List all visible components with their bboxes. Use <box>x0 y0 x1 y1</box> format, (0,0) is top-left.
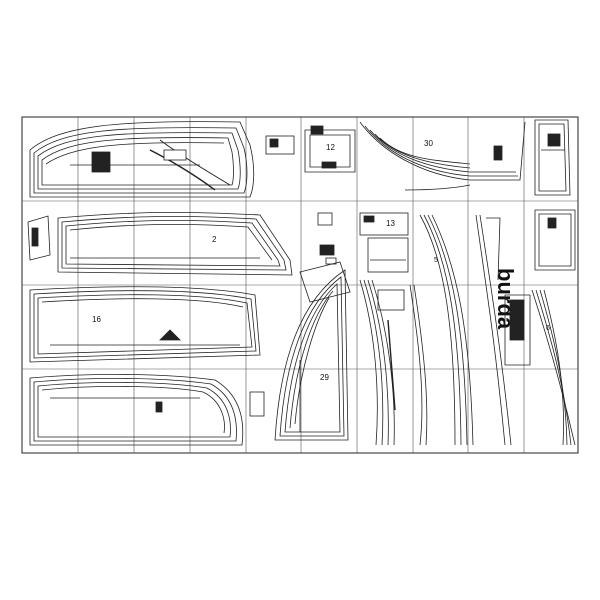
pattern-piece-center-tall <box>359 279 428 446</box>
pattern-piece-long-band <box>27 211 293 276</box>
pattern-label-tag <box>265 135 295 155</box>
pattern-piece-right-top <box>534 119 571 196</box>
piece-number-12: 12 <box>326 143 335 152</box>
piece-number-16: 16 <box>92 315 101 324</box>
piece-number-2: 2 <box>212 235 217 244</box>
piece-number-5: 5 <box>434 257 438 264</box>
pattern-piece-30 <box>359 121 526 191</box>
pattern-piece-29 <box>274 261 351 441</box>
piece-number-6: 6 <box>546 325 550 332</box>
piece-number-30: 30 <box>424 139 433 148</box>
pattern-piece-bottom-left <box>29 373 265 446</box>
pattern-piece-16 <box>29 286 261 363</box>
pattern-pieces-tall-curves <box>419 209 576 446</box>
pattern-piece-upper-left <box>29 121 255 198</box>
piece-number-13: 13 <box>386 219 395 228</box>
pattern-piece-13 <box>359 212 409 273</box>
pattern-piece-12 <box>304 125 356 173</box>
grid-lines <box>22 117 578 453</box>
piece-number-29: 29 <box>320 373 329 382</box>
